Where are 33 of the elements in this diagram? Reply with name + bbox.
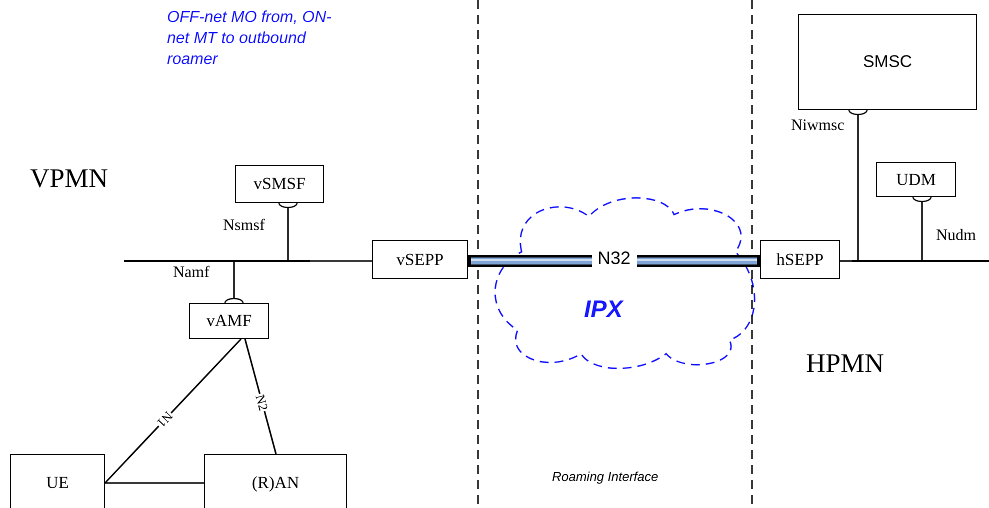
network-function-box (798, 14, 977, 110)
interface-label: Niwmsc (790, 118, 846, 134)
interface-label: N32 (592, 249, 637, 267)
network-function-box (876, 162, 956, 197)
node-label: (R)AN (252, 473, 300, 493)
connector-line (105, 482, 204, 484)
node-label: vSEPP (396, 250, 444, 270)
network-function-box (372, 240, 468, 279)
network-label: IPX (584, 296, 623, 324)
region-label: VPMN (30, 163, 108, 194)
connector-line (310, 260, 372, 262)
node-label: UDM (896, 170, 936, 190)
bus-line (852, 260, 989, 262)
bus-line (124, 260, 310, 262)
network-function-box (235, 165, 324, 203)
node-label: hSEPP (776, 250, 824, 270)
network-function-box (189, 303, 269, 339)
region-label: HPMN (806, 348, 884, 379)
interface-label: Namf (172, 265, 210, 281)
connector-line (104, 338, 242, 484)
connector-line (840, 260, 852, 262)
network-function-box (10, 454, 105, 508)
network-function-box (760, 240, 840, 279)
node-label: vAMF (206, 311, 252, 331)
node-label: vSMSF (254, 174, 306, 194)
node-label: UE (46, 473, 69, 493)
connector-line (244, 338, 277, 454)
node-label: SMSC (862, 52, 912, 72)
note-text: OFF-net MO from, ON-net MT to outbound roamer (167, 8, 332, 70)
interface-label: Nudm (935, 228, 977, 244)
network-function-box (204, 454, 347, 508)
interface-label: Roaming Interface (552, 469, 658, 484)
interface-label: Nsmsf (222, 218, 266, 234)
